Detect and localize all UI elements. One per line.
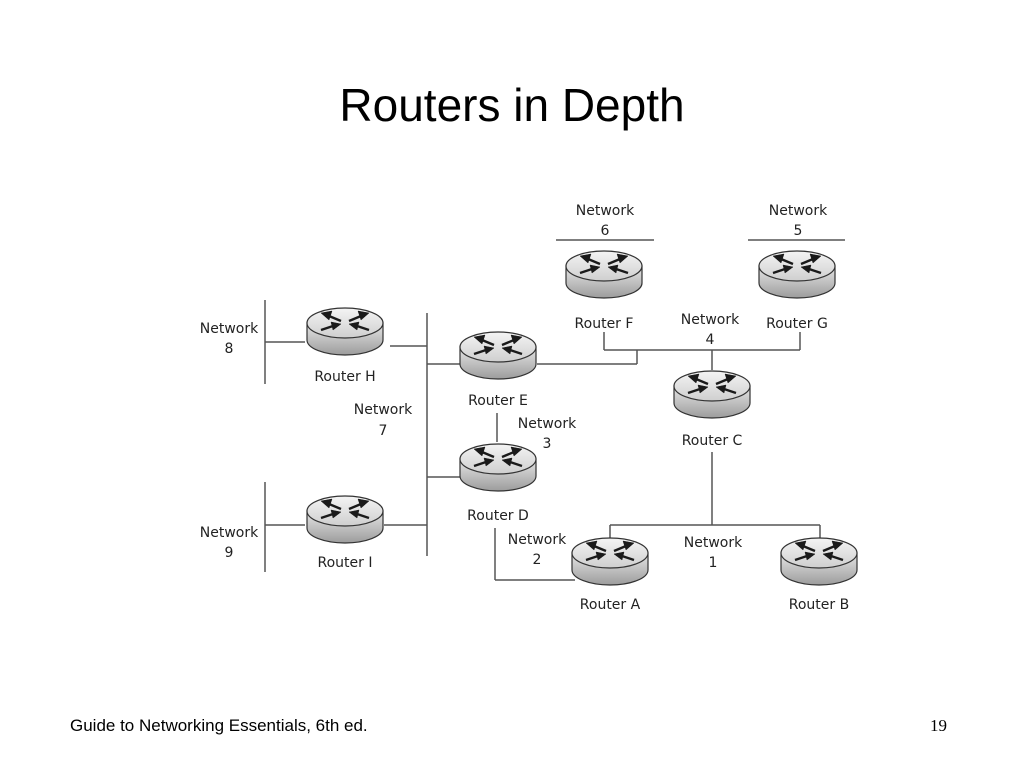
network-8-label: Network 8 (200, 321, 259, 357)
network-4-word: Network (681, 312, 740, 328)
network-7-number: 7 (379, 423, 388, 439)
router-d-icon (458, 442, 538, 493)
network-1-word: Network (684, 535, 743, 551)
router-d-label: Router D (467, 508, 529, 524)
network-7-label: Network 7 (354, 402, 413, 439)
router-c-label: Router C (682, 433, 743, 449)
network-3-number: 3 (543, 436, 552, 452)
network-2-word: Network (508, 532, 567, 548)
page-number: 19 (930, 716, 947, 735)
router-c-icon (672, 369, 752, 420)
router-f-icon (564, 249, 644, 300)
network-6-word: Network (576, 203, 635, 219)
network-7-word: Network (354, 402, 413, 418)
footer-text: Guide to Networking Essentials, 6th ed. (70, 716, 368, 735)
network-2-number: 2 (533, 552, 542, 568)
router-f-label: Router F (575, 316, 634, 332)
router-f: Router F (564, 249, 644, 332)
router-b: Router B (779, 536, 859, 613)
network-6-label: Network 6 (576, 203, 635, 239)
network-6-number: 6 (601, 223, 610, 239)
network-4-number: 4 (706, 332, 715, 348)
router-d: Router D (458, 442, 538, 524)
network-links (264, 239, 845, 581)
network-2-label: Network 2 (508, 532, 567, 568)
router-h-label: Router H (314, 369, 375, 385)
network-4-label: Network 4 (681, 312, 740, 348)
network-3-word: Network (518, 416, 577, 432)
network-5-label: Network 5 (769, 203, 828, 239)
router-b-icon (779, 536, 859, 587)
network-1-label: Network 1 (684, 535, 743, 571)
network-9-number: 9 (225, 545, 234, 561)
router-g-icon (757, 249, 837, 300)
router-i-icon (305, 494, 385, 545)
router-b-label: Router B (789, 597, 849, 613)
router-h-icon (305, 306, 385, 357)
router-a-icon (570, 536, 650, 587)
slide-title: Routers in Depth (339, 79, 685, 131)
router-i: Router I (305, 494, 385, 571)
network-8-number: 8 (225, 341, 234, 357)
router-e: Router E (458, 330, 538, 409)
network-5-word: Network (769, 203, 828, 219)
network-3-label: Network 3 (518, 416, 577, 452)
router-h: Router H (305, 306, 385, 385)
router-i-label: Router I (318, 555, 373, 571)
router-g: Router G (757, 249, 837, 332)
router-e-icon (458, 330, 538, 381)
network-8-word: Network (200, 321, 259, 337)
network-9-word: Network (200, 525, 259, 541)
router-a: Router A (570, 536, 650, 613)
router-c: Router C (672, 369, 752, 449)
network-5-number: 5 (794, 223, 803, 239)
router-a-label: Router A (580, 597, 641, 613)
router-e-label: Router E (468, 393, 528, 409)
network-9-label: Network 9 (200, 525, 259, 561)
network-1-number: 1 (709, 555, 718, 571)
router-g-label: Router G (766, 316, 828, 332)
